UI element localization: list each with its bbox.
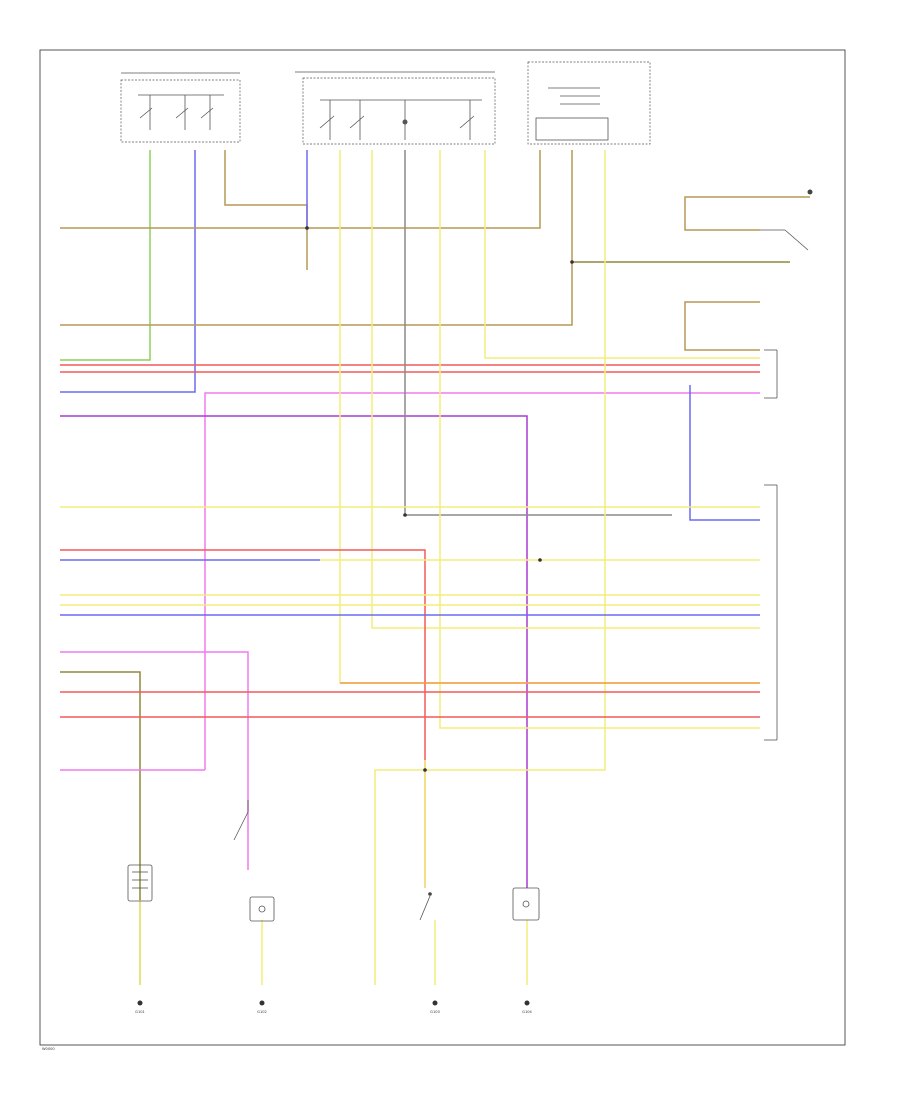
wire-olive-2 [60,671,141,985]
component-switch-center [295,71,496,145]
wire-brown-1 [224,150,308,270]
wire-pink-1 [204,392,760,770]
wire-yellow-5 [374,150,606,985]
connector-right-upper [764,349,778,399]
wire-brown-2 [60,150,541,229]
ground-label-1: G101 [135,1010,145,1014]
ground-label-4: G104 [522,1010,532,1014]
splice-points [305,226,574,772]
component-module-bottom-right [512,887,540,921]
wire-blue-3 [689,385,760,521]
component-module-lower [249,896,275,922]
wire-red-3 [60,549,426,888]
component-switch-left [120,72,241,143]
component-switch-bottom [419,892,432,921]
connector-right-lower [764,484,778,741]
ground-4: G104 [522,1000,533,1014]
wires [60,150,810,985]
component-module-top-right [527,61,651,145]
footer-code: W0000 [42,1047,55,1051]
wire-brown-4 [684,196,810,231]
switch-top-right [760,189,813,251]
wire-violet-1 [60,415,528,888]
wire-yellow-4 [484,150,760,359]
ground-3: G103 [430,1000,440,1014]
ground-2: G102 [257,1000,267,1014]
ground-label-2: G102 [257,1010,267,1014]
wire-pink-2 [60,651,249,870]
ground-label-3: G103 [430,1010,440,1014]
wire-green-1 [60,150,151,361]
wire-brown-3 [60,150,573,326]
diagram-border [39,49,846,1046]
wire-yellow-2 [371,150,760,629]
component-sensor-left [127,864,153,902]
wire-blue-1 [60,150,196,393]
wire-yellow-3 [439,150,760,729]
wire-brown-5 [684,301,760,351]
ground-1: G101 [135,1000,145,1014]
wire-gray-1 [404,150,672,516]
component-switch-lower [233,800,249,841]
